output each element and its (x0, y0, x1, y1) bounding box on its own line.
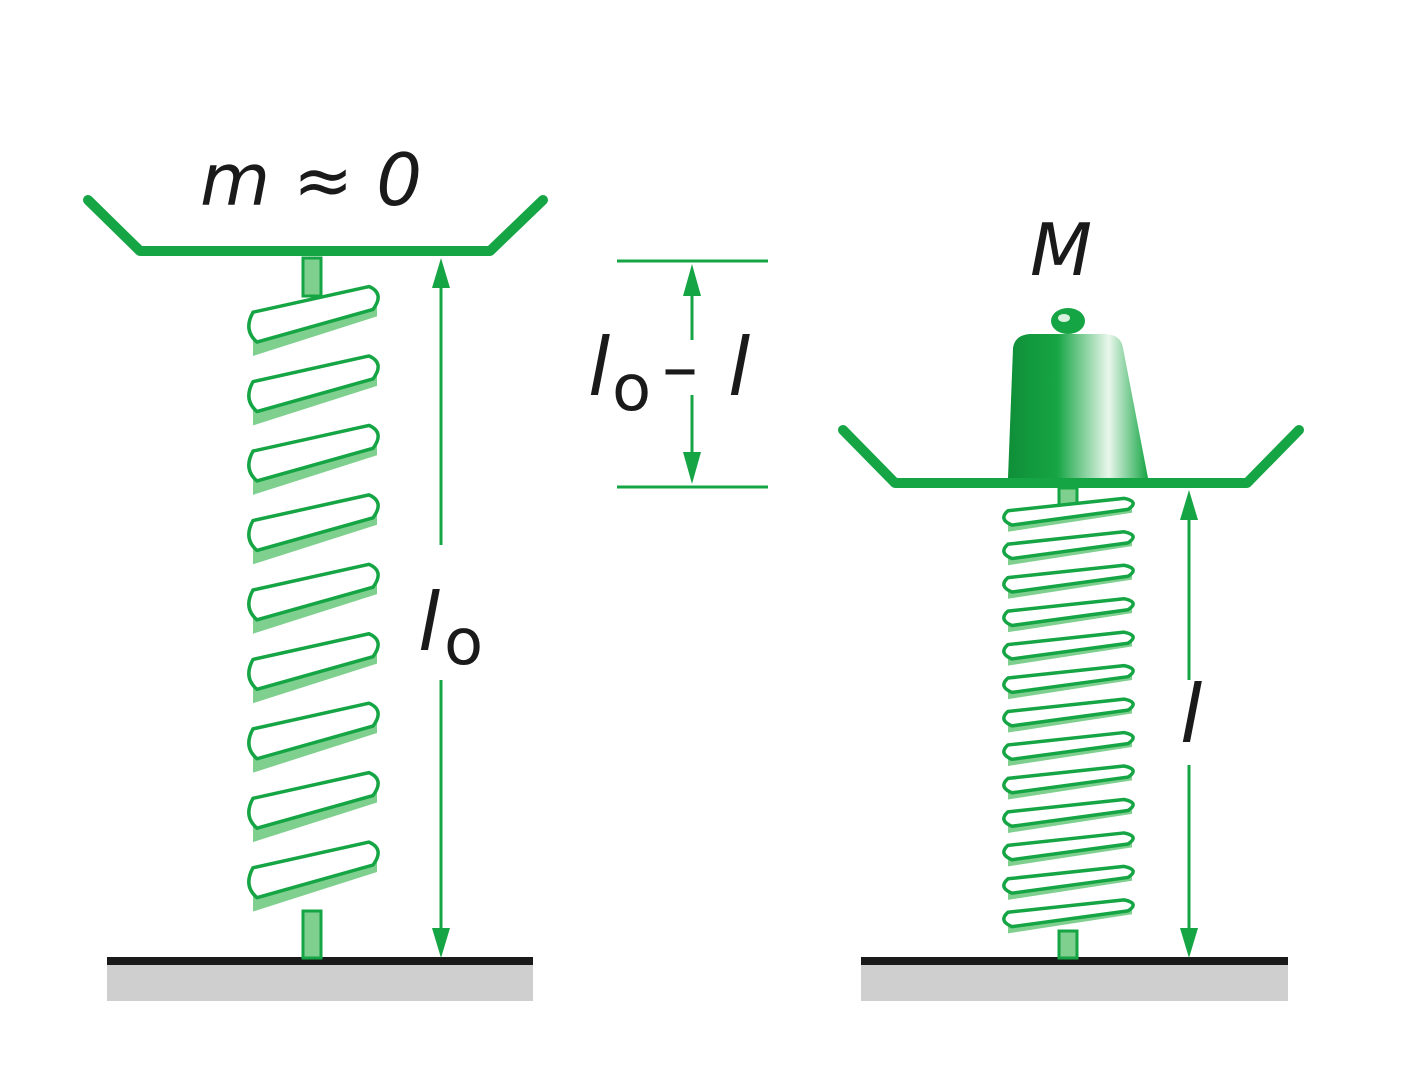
left-ground-line (107, 957, 533, 965)
left-length-label-sub: o (444, 606, 483, 680)
diff-label-minus: – (662, 325, 698, 409)
right-spring (1002, 486, 1135, 960)
right-ground-line (861, 957, 1288, 965)
left-setup: m ≈ 0 l o (83, 138, 548, 1001)
left-spring (247, 256, 380, 960)
diff-label-l: l (588, 321, 610, 414)
right-mass-label: M (1030, 208, 1092, 292)
right-ground-shadow (861, 963, 1288, 1001)
difference-indicator: l o – l (588, 259, 768, 489)
diff-label-l2: l (728, 321, 750, 414)
right-platform (838, 425, 1304, 488)
left-platform (83, 195, 548, 256)
left-length-arrow (432, 258, 450, 958)
weight-mass (1008, 308, 1148, 478)
right-length-label: l (1180, 668, 1202, 761)
right-setup: M l (838, 208, 1304, 1001)
left-mass-label: m ≈ 0 (200, 138, 422, 222)
right-length-arrow (1180, 490, 1198, 958)
left-length-label-l: l (418, 576, 440, 669)
left-ground-shadow (107, 963, 533, 1001)
diff-label-sub: o (612, 352, 651, 426)
